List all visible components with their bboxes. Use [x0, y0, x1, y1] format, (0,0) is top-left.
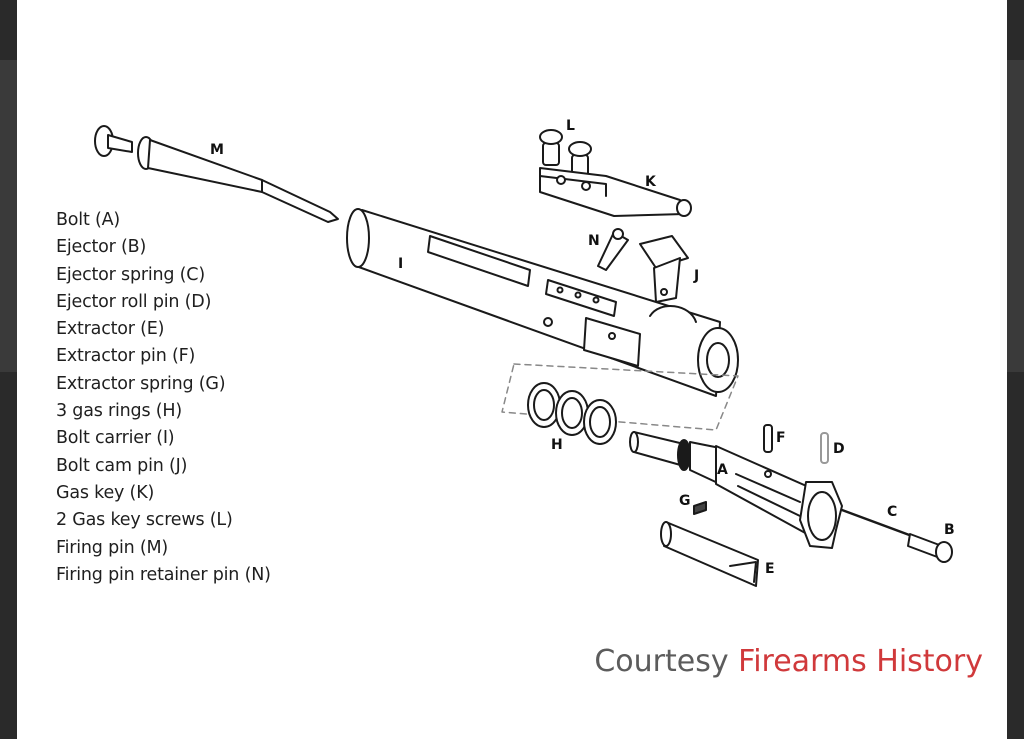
legend-item-extractor: Extractor (E) — [56, 319, 165, 340]
part-label-c: C — [887, 504, 897, 520]
legend-item-extractor-pin: Extractor pin (F) — [56, 346, 196, 367]
legend-item-bolt-cam-pin: Bolt cam pin (J) — [56, 455, 188, 476]
legend-item-ejector-spring: Ejector spring (C) — [56, 264, 205, 285]
gas-key-drawing — [539, 167, 692, 217]
ejector-spring-drawing — [840, 508, 914, 538]
ejector-drawing — [907, 533, 953, 563]
part-label-e: E — [765, 561, 775, 577]
bolt-carrier-drawing — [346, 208, 739, 397]
part-label-a: A — [717, 462, 728, 478]
gas-key-screws-drawing — [539, 129, 592, 178]
legend-item-ejector-roll-pin: Ejector roll pin (D) — [56, 291, 212, 312]
extractor-drawing — [660, 521, 759, 587]
extractor-spring-drawing — [693, 501, 707, 515]
part-label-n: N — [588, 233, 600, 249]
legend-item-gas-key: Gas key (K) — [56, 482, 155, 503]
gas-rings-dashed-outline — [501, 363, 739, 431]
bolt-cam-pin-drawing — [639, 235, 689, 303]
legend-item-gas-rings: 3 gas rings (H) — [56, 401, 182, 422]
ejector-roll-pin-drawing — [820, 432, 829, 464]
part-label-h: H — [551, 437, 563, 453]
part-label-j: J — [693, 268, 699, 284]
legend-item-ejector: Ejector (B) — [56, 237, 147, 258]
part-label-b: B — [944, 522, 955, 538]
image-credit: Courtesy Firearms History — [594, 644, 983, 679]
legend-item-extractor-spring: Extractor spring (G) — [56, 373, 226, 394]
background-band-left — [0, 60, 17, 372]
part-label-f: F — [776, 430, 786, 446]
part-label-l: L — [566, 118, 575, 134]
parts-legend: Bolt (A) Ejector (B) Ejector spring (C) … — [56, 207, 271, 589]
bolt-drawing — [629, 431, 843, 549]
credit-source: Firearms History — [738, 644, 983, 679]
part-label-k: K — [645, 174, 657, 190]
legend-item-firing-pin: Firing pin (M) — [56, 537, 169, 558]
legend-item-gas-key-screws: 2 Gas key screws (L) — [56, 510, 233, 531]
extractor-pin-drawing — [763, 424, 773, 453]
credit-lead: Courtesy — [594, 644, 729, 679]
firing-pin-drawing — [94, 125, 339, 223]
legend-item-firing-pin-retainer-pin: Firing pin retainer pin (N) — [56, 564, 271, 585]
legend-item-bolt: Bolt (A) — [56, 210, 121, 230]
background-band-right — [1007, 60, 1024, 372]
retainer-pin-drawing — [597, 228, 629, 271]
part-label-m: M — [210, 142, 224, 158]
part-label-g: G — [679, 493, 691, 509]
gas-rings-drawing — [527, 382, 617, 445]
legend-item-bolt-carrier: Bolt carrier (I) — [56, 428, 175, 449]
part-label-d: D — [833, 441, 845, 457]
part-label-i: I — [398, 256, 403, 272]
